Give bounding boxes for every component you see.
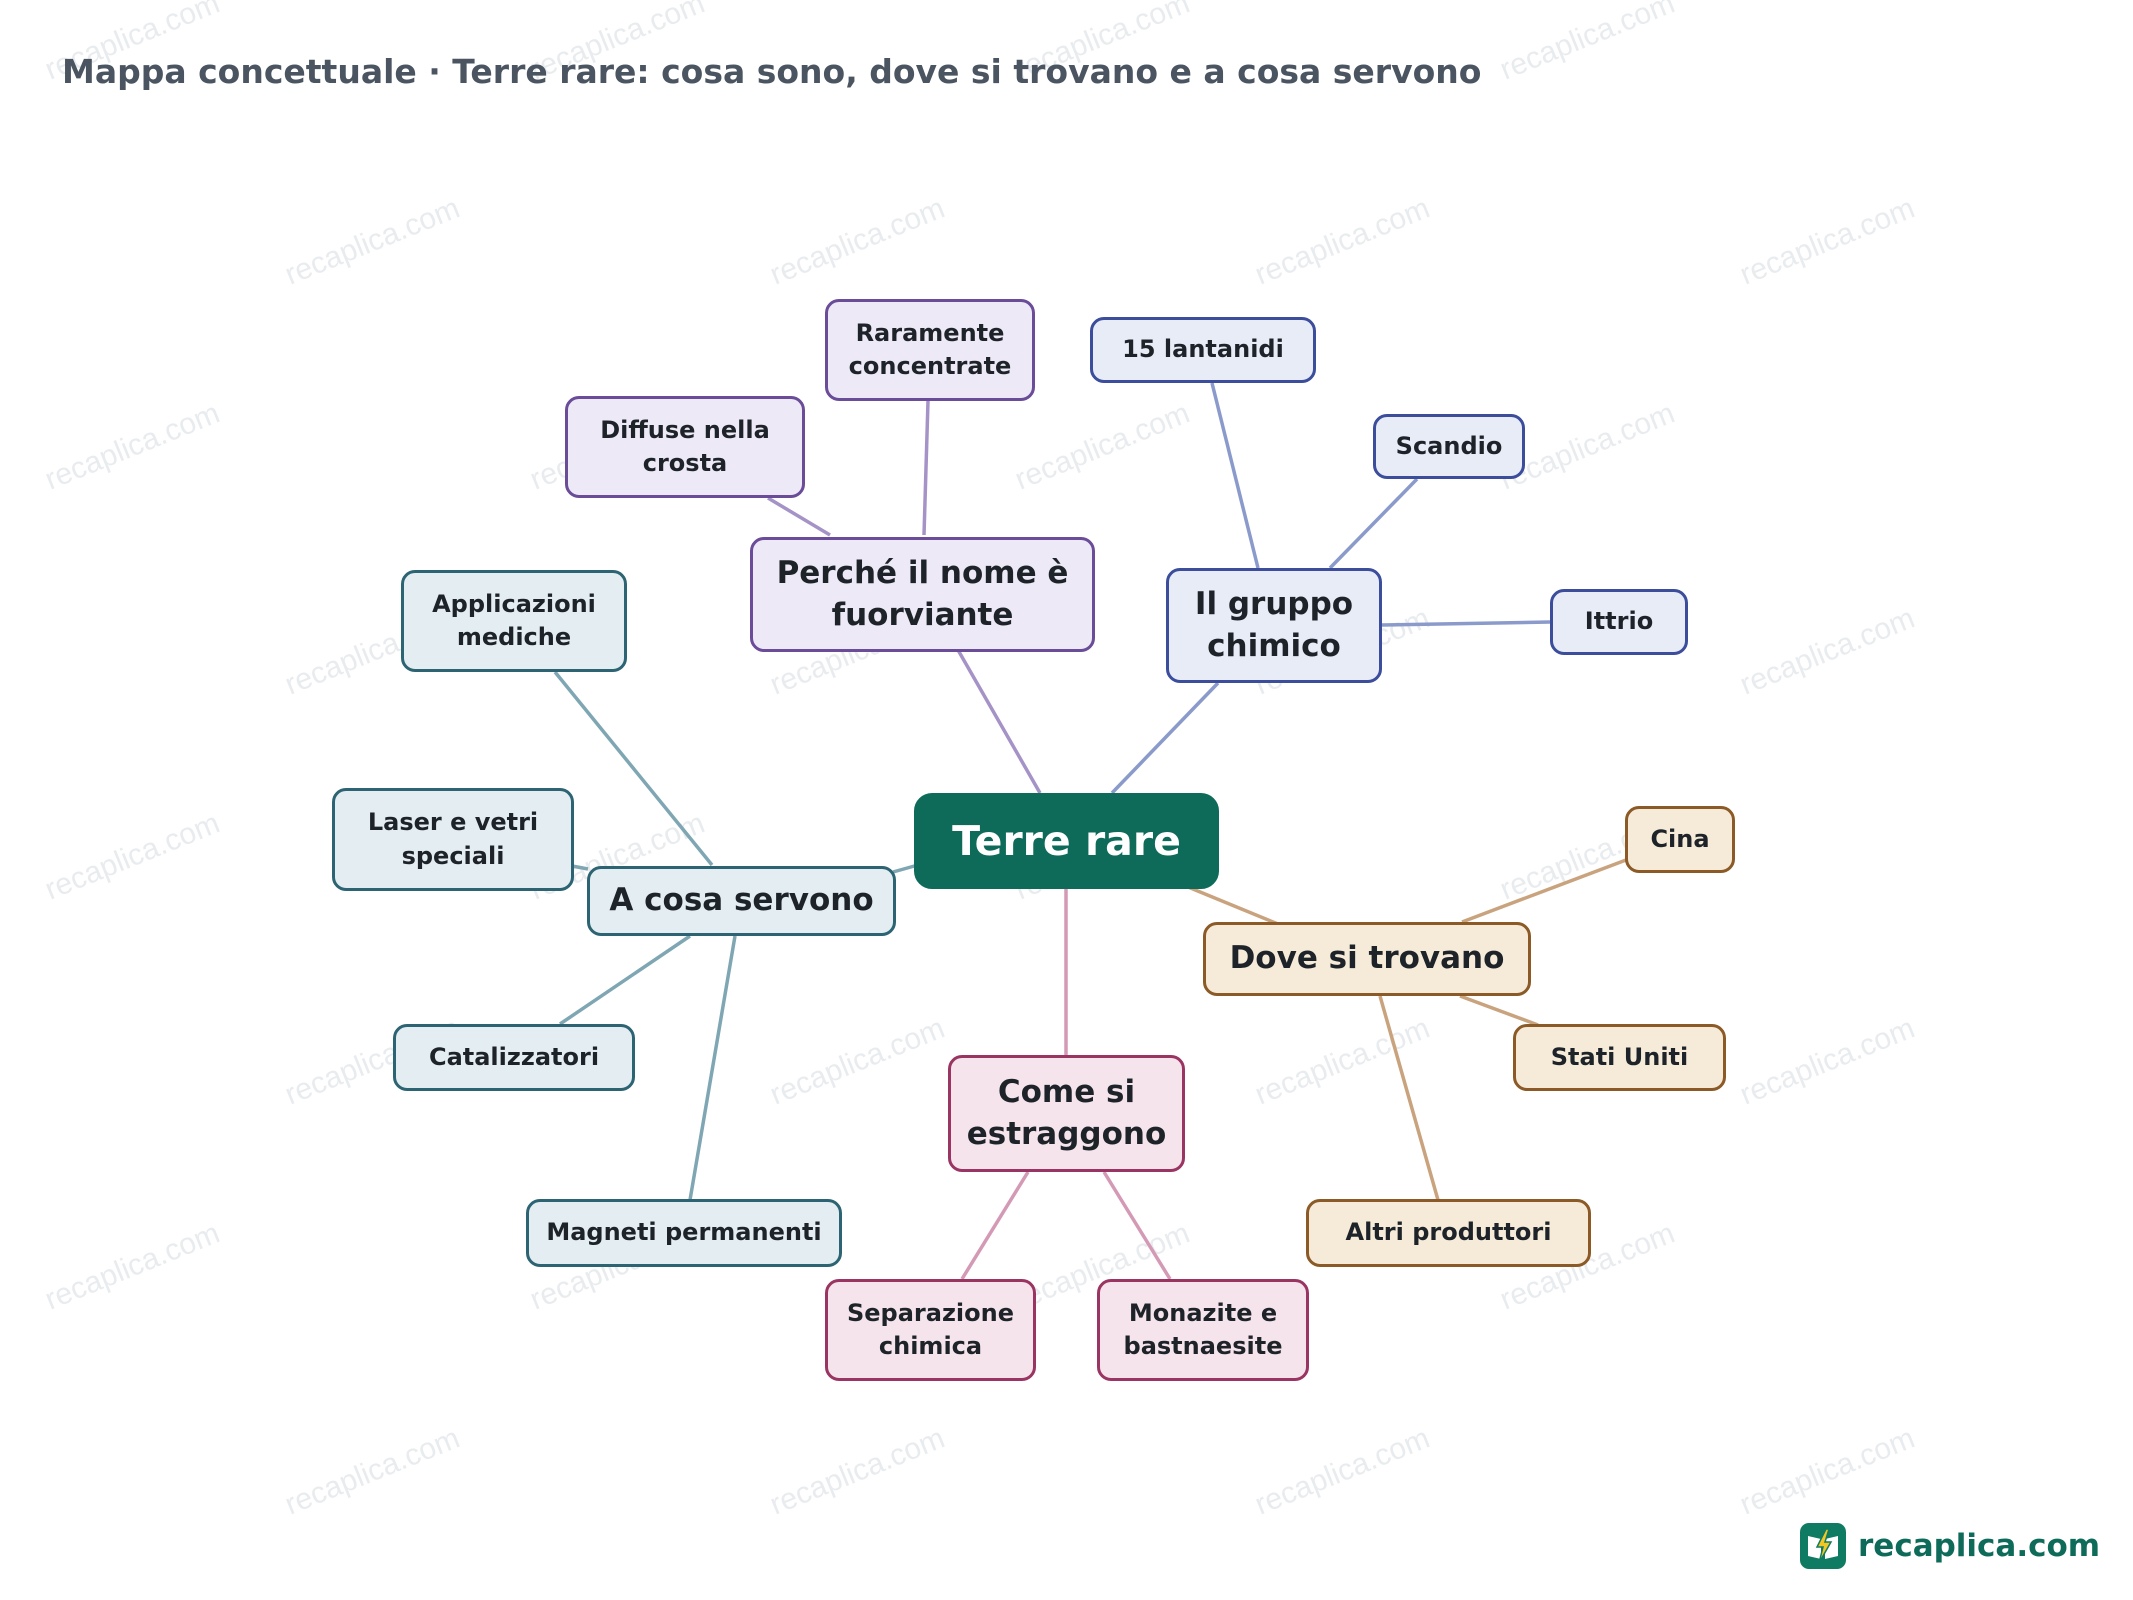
edge-root-gruppo (1110, 681, 1220, 795)
leaf-altri-produttori[interactable]: Altri produttori (1306, 1199, 1591, 1267)
branch-come-si-estraggono[interactable]: Come si estraggono (948, 1055, 1185, 1172)
edge-usi-catalizzatori (559, 934, 691, 1026)
leaf-cina[interactable]: Cina (1625, 806, 1735, 873)
edge-dove-altri (1378, 995, 1440, 1201)
edge-nome-diffuse (767, 496, 831, 537)
logo-text: recaplica.com (1858, 1528, 2101, 1564)
edge-usi-magneti (688, 935, 737, 1201)
edge-root-dove (1187, 885, 1279, 926)
edge-estrazione-monazite (1102, 1171, 1172, 1280)
page-title: Mappa concettuale · Terre rare: cosa son… (62, 52, 1482, 91)
branch-a-cosa-servono[interactable]: A cosa servono (587, 866, 896, 936)
edge-gruppo-scandio (1328, 477, 1419, 570)
leaf-monazite-bastnaesite[interactable]: Monazite e bastnaesite (1097, 1279, 1309, 1381)
leaf-stati-uniti[interactable]: Stati Uniti (1513, 1024, 1726, 1091)
leaf-laser-vetri[interactable]: Laser e vetri speciali (332, 788, 574, 891)
leaf-ittrio[interactable]: Ittrio (1550, 589, 1688, 655)
leaf-applicazioni-mediche[interactable]: Applicazioni mediche (401, 570, 627, 672)
edge-estrazione-separazione (960, 1171, 1030, 1280)
edge-gruppo-lantanidi (1210, 382, 1260, 569)
branch-nome-fuorviante[interactable]: Perché il nome è fuorviante (750, 537, 1095, 652)
edge-usi-laser (571, 864, 589, 871)
edge-dove-cina (1461, 858, 1627, 924)
leaf-magneti-permanenti[interactable]: Magneti permanenti (526, 1199, 842, 1267)
edge-gruppo-ittrio (1381, 620, 1551, 627)
edge-root-usi (892, 863, 919, 874)
edge-dove-stati-uniti (1459, 994, 1539, 1027)
edge-root-nome (956, 649, 1042, 794)
branch-dove-si-trovano[interactable]: Dove si trovano (1203, 922, 1531, 996)
leaf-diffuse-crosta[interactable]: Diffuse nella crosta (565, 396, 805, 498)
root-node[interactable]: Terre rare (914, 793, 1219, 889)
leaf-catalizzatori[interactable]: Catalizzatori (393, 1024, 635, 1091)
branch-gruppo-chimico[interactable]: Il gruppo chimico (1166, 568, 1382, 683)
edge-nome-raramente (922, 400, 930, 536)
leaf-raramente-concentrate[interactable]: Raramente concentrate (825, 299, 1035, 401)
leaf-15-lantanidi[interactable]: 15 lantanidi (1090, 317, 1316, 383)
edge-usi-mediche (553, 670, 714, 867)
leaf-scandio[interactable]: Scandio (1373, 414, 1525, 479)
lightning-book-icon (1800, 1523, 1846, 1569)
brand-logo[interactable]: recaplica.com (1800, 1522, 2100, 1570)
leaf-separazione-chimica[interactable]: Separazione chimica (825, 1279, 1036, 1381)
